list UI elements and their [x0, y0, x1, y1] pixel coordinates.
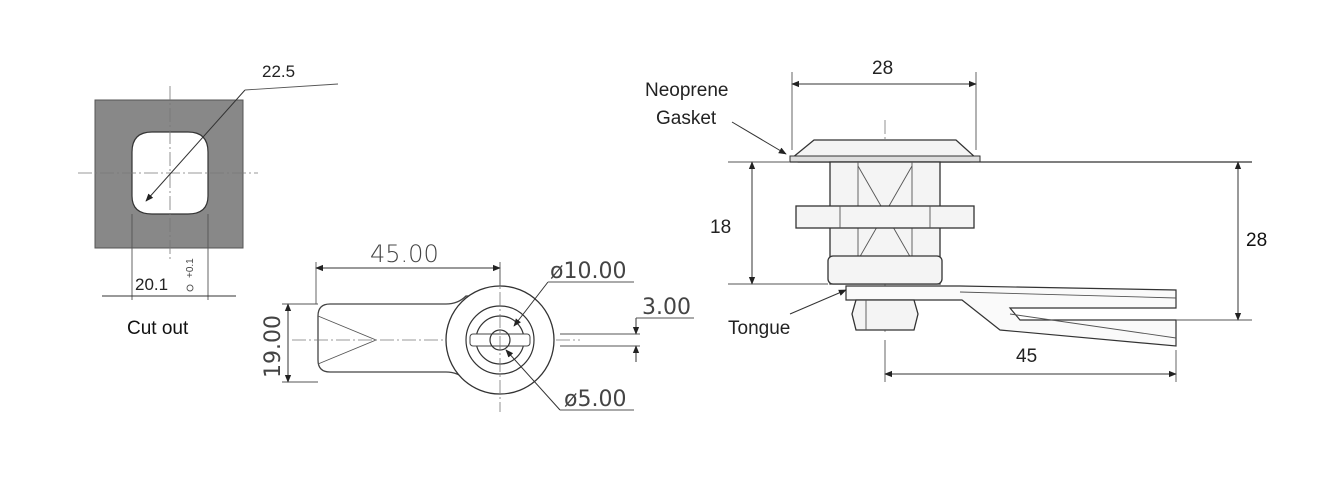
- cutout-diagonal-label: 22.5: [262, 62, 295, 81]
- cam-height-label: 19.00: [261, 315, 286, 378]
- cam-view: 45.00 19.00 ø10.00 ø5.00 3.00: [261, 240, 694, 412]
- gasket-label-line2: Gasket: [656, 108, 717, 129]
- total-height-label: 28: [1246, 230, 1267, 251]
- tolerance-zero-mark: [186, 284, 194, 292]
- tongue-label: Tongue: [728, 318, 790, 339]
- cutout-width-label: 20.1: [135, 275, 168, 294]
- tongue-leader: [789, 289, 847, 315]
- tongue-detail-1: [959, 291, 1177, 299]
- body-height-label: 18: [710, 217, 731, 238]
- gasket-leader: [731, 121, 787, 155]
- tongue-length-label: 45: [1016, 346, 1037, 367]
- cam-outer-dia-leader: [513, 281, 549, 327]
- lock-washer: [827, 255, 943, 285]
- neoprene-gasket: [789, 155, 981, 163]
- cam-inner-dia-label: ø5.00: [564, 387, 626, 412]
- cam-thickness-label: 3.00: [642, 295, 691, 320]
- cutout-caption: Cut out: [127, 318, 189, 339]
- side-view: Neoprene Gasket Tongue 28 18 28 45: [645, 58, 1267, 382]
- gasket-label-line1: Neoprene: [645, 80, 728, 101]
- tongue-cam: [845, 285, 1177, 347]
- cutout-view: 22.5 20.1 +0.1 Cut out: [78, 62, 339, 339]
- screw-nut: [851, 299, 919, 331]
- cam-outer-dia-label: ø10.00: [550, 259, 626, 284]
- cam-inner-dia-leader: [505, 349, 561, 411]
- cutout-diagonal-dim: [145, 89, 246, 202]
- tongue-detail-2: [1009, 313, 1177, 339]
- cutout-tolerance-label: +0.1: [185, 258, 196, 278]
- cutout-diagonal-leader: [244, 83, 339, 91]
- head-width-label: 28: [872, 58, 893, 79]
- cam-length-label: 45.00: [370, 240, 439, 268]
- lock-nut: [795, 205, 975, 229]
